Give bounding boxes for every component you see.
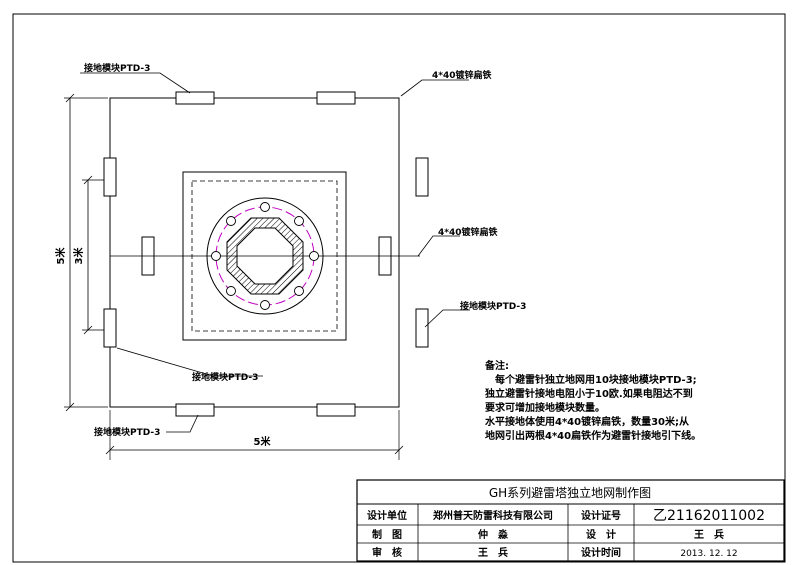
dimension-3m-vertical-label: 3米 — [72, 247, 85, 265]
design-label: 设 计 — [586, 528, 616, 541]
tower-column-octagon — [226, 217, 304, 295]
cert-value: 乙21162011002 — [653, 508, 765, 524]
label-module-right: 接地模块PTD-3 — [460, 300, 526, 312]
notes-title: 备注: — [485, 361, 509, 372]
label-flat-iron-mid: 4*40镀锌扁铁 — [438, 226, 498, 238]
drawing-label: 制 图 — [372, 528, 402, 541]
tower-base-flange — [206, 197, 324, 315]
grounding-module — [175, 91, 215, 105]
design-unit-value: 郑州普天防雷科技有限公司 — [433, 509, 553, 522]
grounding-module — [415, 157, 429, 197]
grounding-module — [316, 91, 356, 105]
design-value: 王 兵 — [694, 528, 724, 541]
label-flat-iron-top: 4*40镀锌扁铁 — [432, 69, 492, 81]
grounding-modules — [103, 91, 429, 417]
label-module-left-low: 接地模块PTD-3 — [192, 371, 258, 383]
anchor-bolt — [294, 216, 304, 226]
notes-line: 独立避雷针接地电阻小于10欧.如果电阻达不到 — [485, 389, 693, 400]
anchor-bolt — [260, 202, 270, 212]
leader-lines — [80, 72, 470, 433]
notes-line: 地网引出两根4*40扁铁作为避雷针接地引下线。 — [485, 431, 702, 442]
grounding-module — [103, 157, 117, 197]
anchor-bolt — [226, 216, 236, 226]
grounding-grid-square — [109, 97, 400, 408]
review-label: 审 核 — [372, 546, 402, 559]
label-module-top-left: 接地模块PTD-3 — [84, 62, 150, 74]
design-time-value: 2013. 12. 12 — [680, 549, 737, 559]
notes-block: 备注: 每个避雷针独立地网用10块接地模块PTD-3; 独立避雷针接地电阻小于1… — [485, 360, 785, 444]
drawing-value: 仲 淼 — [478, 528, 509, 541]
anchor-bolts — [211, 202, 319, 310]
review-value: 王 兵 — [478, 546, 508, 559]
notes-line: 要求可增加接地模块数量。 — [485, 403, 605, 414]
notes-line: 每个避雷针独立地网用10块接地模块PTD-3; — [485, 375, 697, 386]
design-time-label: 设计时间 — [581, 546, 621, 559]
anchor-bolt — [260, 300, 270, 310]
dimension-5m-vertical — [65, 93, 75, 412]
foundation-inner-dashed — [191, 180, 338, 332]
anchor-bolt — [226, 286, 236, 296]
anchor-bolt — [309, 251, 319, 261]
dimension-extension-lines — [64, 97, 400, 460]
notes-line: 水平接地体使用4*40镀锌扁铁，数量30米;从 — [485, 417, 690, 428]
anchor-bolt — [294, 286, 304, 296]
dimension-3m-vertical — [83, 175, 93, 335]
dimension-5m-vertical-label: 5米 — [54, 247, 67, 265]
title-block — [356, 479, 785, 562]
label-module-bottom-left: 接地模块PTD-3 — [94, 426, 160, 438]
grounding-module — [175, 403, 215, 417]
dimension-5m-horizontal-label: 5米 — [254, 435, 272, 448]
dimension-5m-horizontal — [105, 445, 404, 455]
grounding-module — [415, 308, 429, 348]
grounding-module — [316, 403, 356, 417]
design-unit-label: 设计单位 — [367, 509, 407, 522]
drawing-frame — [12, 13, 786, 563]
foundation-outer — [182, 171, 347, 341]
grounding-module — [103, 308, 117, 348]
title-block-title: GH系列避雷塔独立地网制作图 — [489, 485, 651, 500]
cert-label: 设计证号 — [581, 509, 621, 522]
anchor-bolt — [211, 251, 221, 261]
